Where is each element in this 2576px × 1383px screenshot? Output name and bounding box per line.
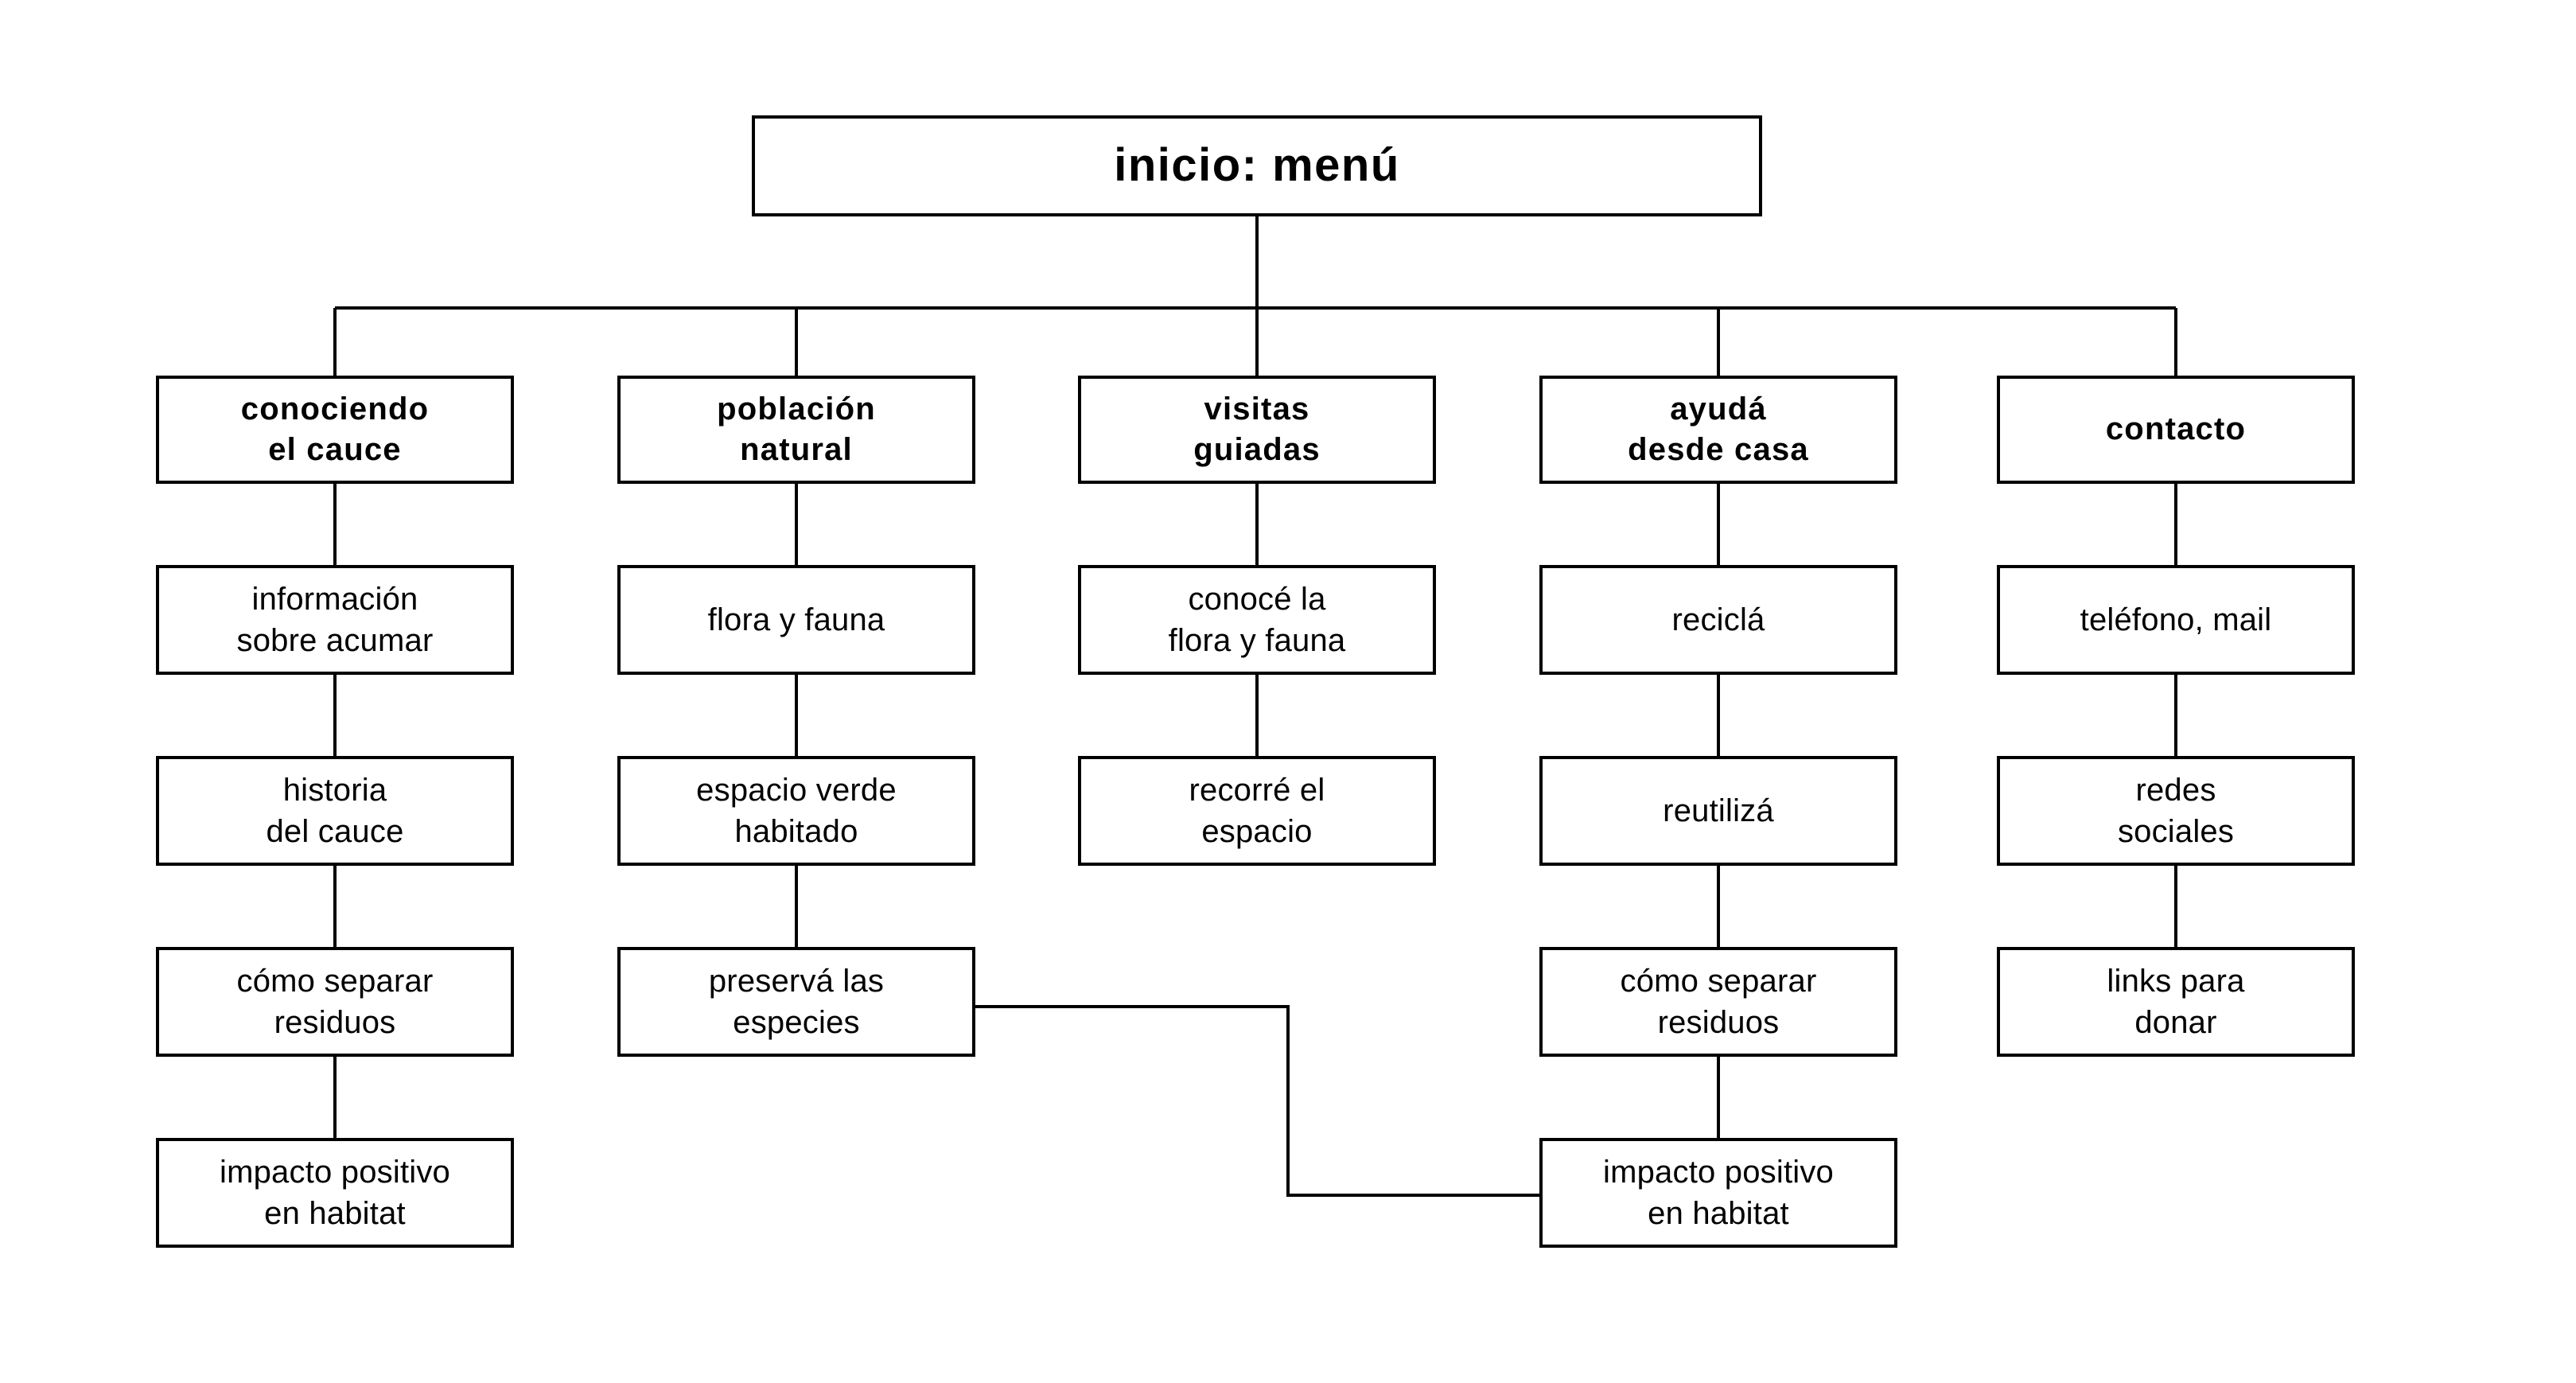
node-como-separar-residuos-c1[interactable]: cómo separar residuos [156, 947, 514, 1057]
node-section-label: ayudá desde casa [1628, 391, 1809, 467]
node-label: reciclá [1671, 602, 1765, 637]
node-section-contacto[interactable]: contacto [1997, 376, 2355, 484]
node-label: links para donar [2107, 964, 2245, 1040]
node-label: historia del cauce [266, 773, 404, 849]
node-label: espacio verde habitado [696, 773, 897, 849]
node-como-separar-residuos-c4[interactable]: cómo separar residuos [1539, 947, 1897, 1057]
node-label: información sobre acumar [236, 582, 434, 658]
node-label: impacto positivo en habitat [220, 1155, 450, 1231]
node-section-visitas-guiadas[interactable]: visitas guiadas [1078, 376, 1436, 484]
node-label: redes sociales [2117, 773, 2235, 849]
node-label: preservá las especies [708, 964, 885, 1040]
node-conoce-la-flora-y-fauna[interactable]: conocé la flora y fauna [1078, 565, 1436, 675]
node-telefono-mail[interactable]: teléfono, mail [1997, 565, 2355, 675]
node-section-label: contacto [2105, 411, 2247, 447]
node-section-label: población natural [717, 391, 876, 467]
node-section-ayuda-desde-casa[interactable]: ayudá desde casa [1539, 376, 1897, 484]
node-label: impacto positivo en habitat [1603, 1155, 1834, 1231]
node-label: recorré el espacio [1189, 773, 1325, 849]
node-label: cómo separar residuos [1620, 964, 1817, 1040]
node-root-label: inicio: menú [1114, 139, 1400, 192]
node-historia-del-cauce[interactable]: historia del cauce [156, 756, 514, 866]
wire-cross-link [975, 1005, 1539, 1197]
node-espacio-verde-habitado[interactable]: espacio verde habitado [617, 756, 975, 866]
node-recicla[interactable]: reciclá [1539, 565, 1897, 675]
node-label: conocé la flora y fauna [1168, 582, 1346, 658]
node-root-inicio-menu[interactable]: inicio: menú [752, 115, 1762, 216]
node-label: cómo separar residuos [236, 964, 434, 1040]
node-preserva-las-especies[interactable]: preservá las especies [617, 947, 975, 1057]
node-section-label: visitas guiadas [1193, 391, 1321, 467]
node-label: reutilizá [1663, 793, 1774, 828]
node-section-conociendo-el-cauce[interactable]: conociendo el cauce [156, 376, 514, 484]
node-links-para-donar[interactable]: links para donar [1997, 947, 2355, 1057]
node-section-poblacion-natural[interactable]: población natural [617, 376, 975, 484]
node-reutiliza[interactable]: reutilizá [1539, 756, 1897, 866]
node-flora-y-fauna[interactable]: flora y fauna [617, 565, 975, 675]
node-redes-sociales[interactable]: redes sociales [1997, 756, 2355, 866]
node-impacto-positivo-en-habitat-c4[interactable]: impacto positivo en habitat [1539, 1138, 1897, 1248]
node-label: teléfono, mail [2080, 602, 2272, 637]
node-label: flora y fauna [707, 602, 885, 637]
node-section-label: conociendo el cauce [240, 391, 430, 467]
node-recorre-el-espacio[interactable]: recorré el espacio [1078, 756, 1436, 866]
node-impacto-positivo-en-habitat-c1[interactable]: impacto positivo en habitat [156, 1138, 514, 1248]
node-informacion-sobre-acumar[interactable]: información sobre acumar [156, 565, 514, 675]
